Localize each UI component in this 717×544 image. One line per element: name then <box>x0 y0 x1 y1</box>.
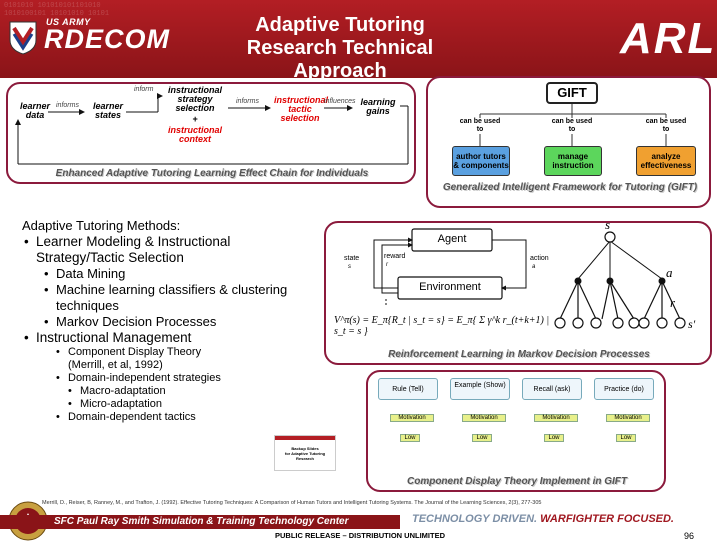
inform-label: inform <box>134 86 154 93</box>
methods-subitem: Component Display Theory (Merrill, et al… <box>22 346 232 372</box>
army-label: US ARMY <box>46 17 91 27</box>
gift-caption: Generalized Intelligent Framework for Tu… <box>442 182 698 193</box>
slide-header: 0101010 101010101101010 1010100101 10101… <box>0 0 717 78</box>
binary-pattern: 0101010 101010101101010 1010100101 10101… <box>4 2 110 18</box>
methods-subsubitem: Macro-adaptation <box>22 385 322 398</box>
gift-analyze-effectiveness-box: analyze effectiveness <box>636 146 696 176</box>
cdt-low-box: Low <box>616 434 636 442</box>
gift-can-be-used-2: can be used to <box>550 118 594 134</box>
tagline: TECHNOLOGY DRIVEN. WARFIGHTER FOCUSED. <box>412 513 674 525</box>
informs-label-2: informs <box>236 98 259 105</box>
tagline-warfighter: WARFIGHTER FOCUSED. <box>540 513 674 525</box>
learner-states-node: learner states <box>92 101 124 120</box>
learner-data-node: learner data <box>20 101 51 120</box>
cdt-col-header: Recall (ask) <box>522 378 582 400</box>
methods-subsubitem: Micro-adaptation <box>22 398 322 411</box>
methods-subitem: Domain-dependent tactics <box>22 411 322 424</box>
tree-root-label: s <box>605 217 611 232</box>
plus-sign: + <box>192 114 198 124</box>
cdt-low-box: Low <box>400 434 420 442</box>
gift-author-tutors-box: author tutors & components <box>452 146 510 176</box>
gift-manage-instruction-box: manage instruction <box>544 146 602 176</box>
page-number: 96 <box>684 531 695 541</box>
environment-box-label: Environment <box>419 281 481 293</box>
slide-title: Adaptive Tutoring Research Technical App… <box>246 14 434 78</box>
influences-label: influences <box>324 98 356 105</box>
cdt-col-recall: Recall (ask) Motivation Low <box>522 378 582 442</box>
action-label: action <box>530 255 549 262</box>
arl-logo: ARL <box>620 14 717 63</box>
agent-box-label: Agent <box>437 233 467 245</box>
learning-effect-chain-panel: learner data informs learner states info… <box>6 82 416 184</box>
instructional-context-node: instructional context <box>167 125 222 144</box>
reinforcement-learning-panel: Agent Environment state s reward r actio… <box>324 217 712 365</box>
cdt-col-example: Example (Show) Motivation Low <box>450 378 510 442</box>
army-shield-icon <box>9 21 37 55</box>
methods-item: Instructional Management <box>22 330 322 346</box>
cdt-col-rule: Rule (Tell) Motivation Low <box>378 378 438 442</box>
methods-item: Learner Modeling & Instructional Strateg… <box>22 234 292 266</box>
action-symbol: a <box>532 264 536 270</box>
strategy-selection-node: instructional strategy selection <box>167 85 222 113</box>
gift-root-box: GIFT <box>546 82 598 104</box>
component-display-theory-panel: Rule (Tell) Motivation Low Example (Show… <box>366 370 666 492</box>
cdt-diagram: Rule (Tell) Motivation Low Example (Show… <box>372 376 660 472</box>
methods-subitem: Data Mining <box>22 266 322 282</box>
thumb-line-3: Research <box>295 456 314 461</box>
reward-symbol: r <box>386 262 388 268</box>
gift-can-be-used-3: can be used to <box>644 118 688 134</box>
chain-caption: Enhanced Adaptive Tutoring Learning Effe… <box>55 168 369 179</box>
cdt-col-header: Rule (Tell) <box>378 378 438 400</box>
cdt-motivation-box: Motivation <box>390 414 434 422</box>
learning-gains-node: learning gains <box>360 97 396 116</box>
cdt-col-header: Example (Show) <box>450 378 510 400</box>
methods-subitem: Markov Decision Processes <box>22 314 322 330</box>
cdt-motivation-box: Motivation <box>534 414 578 422</box>
rl-caption: Reinforcement Learning in Markov Decisio… <box>388 349 650 360</box>
cdt-col-header: Practice (do) <box>594 378 654 400</box>
cdt-motivation-box: Motivation <box>462 414 506 422</box>
cdt-caption: Component Display Theory Implement in GI… <box>406 476 628 487</box>
agent-environment-diagram <box>373 228 686 329</box>
cdt-low-box: Low <box>472 434 492 442</box>
release-statement: PUBLIC RELEASE – DISTRIBUTION UNLIMITED <box>274 531 445 540</box>
gift-can-be-used-1: can be used to <box>458 118 502 134</box>
backup-slide-thumbnail: Backup Slides for Adaptive Tutoring Rese… <box>274 435 336 471</box>
cdt-col-practice: Practice (do) Motivation Low <box>594 378 654 442</box>
methods-subitem: Domain-independent strategies <box>22 372 322 385</box>
thumb-line-1: Backup Slides <box>291 446 319 451</box>
methods-heading: Adaptive Tutoring Methods: <box>22 218 181 233</box>
rdecom-logo: RDECOM <box>44 24 170 54</box>
value-function-equation: V^π(s) = E_π{R_t | s_t = s} = E_π{ Σ γ^k… <box>334 315 550 337</box>
informs-label: informs <box>56 102 79 109</box>
cdt-low-box: Low <box>544 434 564 442</box>
stc-footer-bar: SFC Paul Ray Smith Simulation & Training… <box>0 515 400 529</box>
thumbnail-title: Backup Slides for Adaptive Tutoring Rese… <box>275 446 335 461</box>
tactic-selection-node: instructional tactic selection <box>274 95 329 123</box>
thumb-line-2: for Adaptive Tutoring <box>284 451 326 456</box>
thumbnail-header-bar <box>275 436 335 440</box>
methods-subitem: Machine learning classifiers & clusterin… <box>22 282 292 314</box>
reference-citation: Merrill, D., Reiser, B, Ranney, M., and … <box>42 500 542 506</box>
adaptive-tutoring-methods: Adaptive Tutoring Methods: Learner Model… <box>22 218 322 424</box>
tree-reward-label: r <box>670 295 676 310</box>
tree-action-label: a <box>666 265 673 280</box>
chain-arrows <box>15 93 409 165</box>
reward-label: reward <box>384 253 406 260</box>
tagline-tech: TECHNOLOGY DRIVEN. <box>412 513 538 525</box>
gift-panel: GIFT can be used to can be used to can b… <box>426 76 711 208</box>
tree-next-state-label: s' <box>688 317 696 331</box>
state-label: state <box>344 255 360 262</box>
cdt-motivation-box: Motivation <box>606 414 650 422</box>
state-symbol: s <box>348 264 351 270</box>
